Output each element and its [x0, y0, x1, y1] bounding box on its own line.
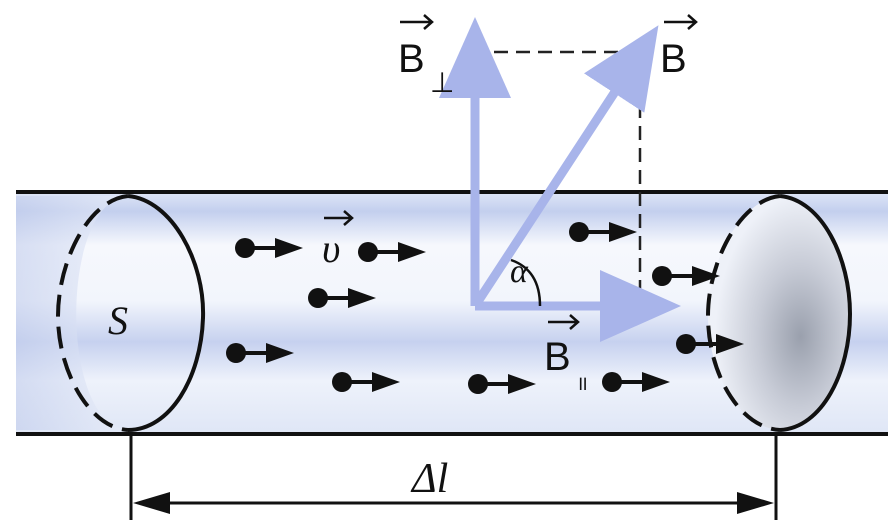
velocity-arrow-icon — [692, 266, 720, 286]
velocity-arrow-icon — [372, 372, 400, 392]
charge-dot-icon — [468, 374, 488, 394]
charge-carrier — [569, 222, 637, 242]
velocity-arrow-icon — [348, 288, 376, 308]
charge-carrier — [358, 242, 426, 262]
area-label: S — [108, 298, 128, 343]
b-total-arrow — [471, 25, 659, 309]
length-dimension: Δl — [129, 434, 778, 520]
charge-carrier — [308, 288, 376, 308]
b-total-letter: B — [660, 37, 687, 81]
velocity-arrow-icon — [266, 343, 294, 363]
velocity-arrow-icon — [275, 238, 303, 258]
b-perp-subscript: ⊥ — [430, 67, 454, 98]
vector-arrow-mark-icon — [664, 14, 698, 30]
dimension-arrow-right-icon — [737, 492, 774, 514]
charge-dot-icon — [602, 372, 622, 392]
angle-label: α — [510, 253, 529, 290]
charge-dot-icon — [226, 343, 246, 363]
velocity-arrow-icon — [716, 334, 744, 354]
angle-arc — [510, 258, 542, 307]
b-perp-letter: B — [398, 37, 425, 81]
vector-arrow-mark-icon — [400, 14, 434, 30]
charge-dot-icon — [676, 334, 696, 354]
velocity-arrow-icon — [508, 374, 536, 394]
charge-carrier — [602, 372, 670, 392]
velocity-arrow-icon — [642, 372, 670, 392]
velocity-arrow-icon — [609, 222, 637, 242]
charge-dot-icon — [332, 372, 352, 392]
b-parallel-label: B ॥ — [544, 314, 588, 395]
velocity-letter: υ — [322, 226, 340, 271]
charge-dot-icon — [308, 288, 328, 308]
charge-carrier — [332, 372, 400, 392]
velocity-label: υ — [322, 210, 354, 271]
dimension-arrow-left-icon — [133, 492, 170, 514]
vector-arrow-mark-icon — [548, 314, 580, 330]
charge-carrier — [235, 238, 303, 258]
b-perpendicular-label: B ⊥ — [398, 14, 454, 98]
velocity-arrow-icon — [398, 242, 426, 262]
vector-arrow-mark-icon — [324, 210, 354, 226]
charge-carrier — [468, 374, 536, 394]
charge-dot-icon — [652, 266, 672, 286]
charge-carriers — [226, 222, 744, 394]
length-label: Δl — [410, 456, 448, 502]
b-parallel-subscript: ॥ — [576, 373, 588, 395]
charge-dot-icon — [235, 238, 255, 258]
field-vector-construction — [439, 17, 681, 342]
charge-dot-icon — [569, 222, 589, 242]
charge-dot-icon — [358, 242, 378, 262]
right-cross-section — [705, 194, 853, 432]
charge-carrier — [676, 334, 744, 354]
left-cross-section — [55, 194, 206, 432]
b-parallel-letter: B — [544, 335, 571, 379]
b-total-label: B — [660, 14, 698, 81]
charge-carrier — [226, 343, 294, 363]
charge-carrier — [652, 266, 720, 286]
